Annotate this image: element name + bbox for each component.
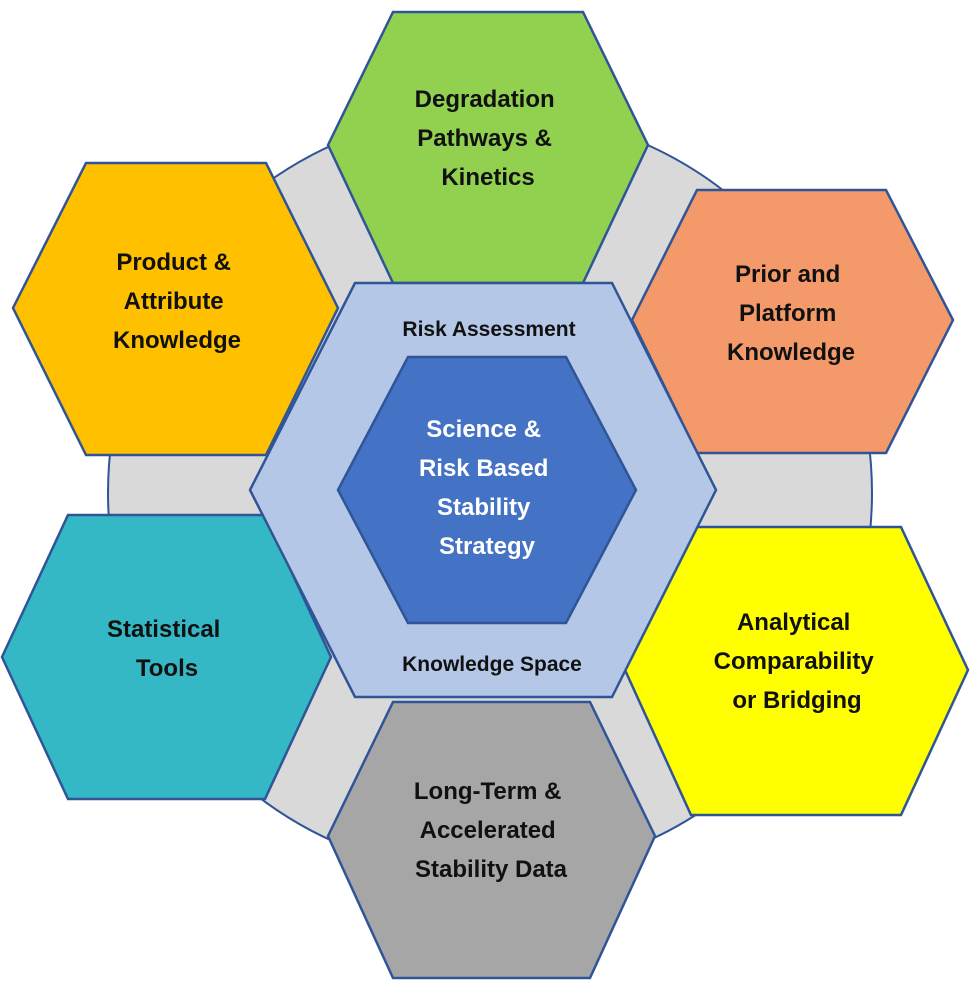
segment-analytical: Analytical Comparability or Bridging	[623, 525, 970, 817]
center-core: Science & Risk Based Stability Strategy	[336, 355, 638, 625]
segment-label-product-attribute: Product & Attribute Knowledge	[113, 249, 241, 354]
segment-statistical: Statistical Tools	[0, 513, 333, 801]
segment-label-statistical: Statistical Tools	[107, 616, 227, 682]
segment-label-degradation: Degradation Pathways & Kinetics	[415, 86, 562, 191]
segment-label-long-term: Long-Term & Accelerated Stability Data	[414, 778, 568, 883]
segment-prior-platform: Prior and Platform Knowledge	[630, 188, 955, 455]
segment-long-term: Long-Term & Accelerated Stability Data	[326, 700, 657, 980]
segment-product-attribute: Product & Attribute Knowledge	[11, 161, 340, 457]
hex-statistical	[0, 513, 333, 801]
segment-label-analytical: Analytical Comparability or Bridging	[714, 609, 881, 714]
risk-assessment-label: Risk Assessment	[402, 318, 575, 341]
segment-degradation: Degradation Pathways & Kinetics	[326, 10, 650, 285]
hex-long-term	[326, 700, 657, 980]
segment-label-prior-platform: Prior and Platform Knowledge	[727, 261, 855, 366]
knowledge-space-label: Knowledge Space	[402, 653, 582, 676]
center-label: Science & Risk Based Stability Strategy	[419, 416, 555, 560]
hex-product-attribute	[11, 161, 340, 457]
hex-center	[336, 355, 638, 625]
